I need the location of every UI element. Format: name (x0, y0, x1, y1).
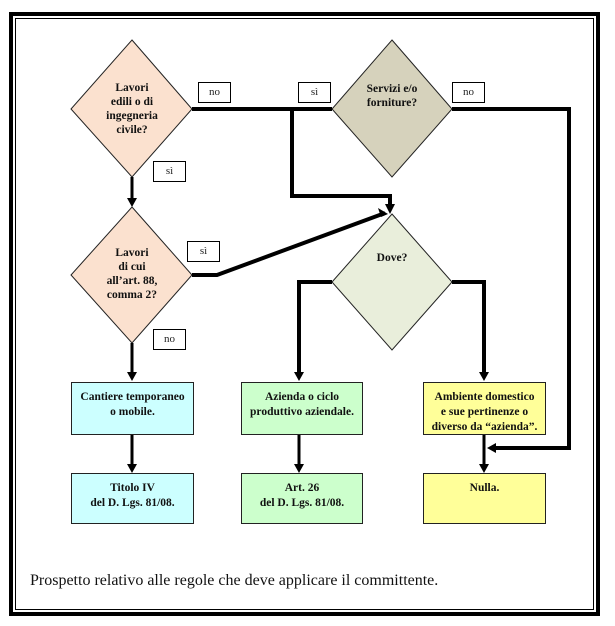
decision-where-shape (331, 213, 453, 351)
label-services-no: no (452, 82, 485, 103)
connector-where-right (452, 280, 486, 373)
box-art-26: Art. 26 del D. Lgs. 81/08. (241, 473, 363, 524)
connector-where-left (297, 280, 332, 373)
decision-art88-text: Lavori di cui all’art. 88, comma 2? (106, 247, 158, 301)
arrowhead (294, 372, 304, 381)
connector-art88-si (192, 211, 386, 277)
label-services-si: sì (298, 82, 331, 103)
arrowhead (385, 204, 395, 214)
decision-where-text: Dove? (376, 252, 408, 264)
box-nulla: Nulla. (423, 473, 546, 524)
arrowhead (127, 464, 137, 473)
label-art88-si: sì (187, 241, 220, 262)
arrowhead (127, 372, 137, 381)
arrowhead (479, 464, 489, 473)
box-ambiente-domestico: Ambiente domestico e sue pertinenze o di… (423, 382, 546, 435)
decision-works-text: Lavori edili o di ingegneria civile? (106, 82, 158, 136)
arrowhead (378, 208, 388, 217)
outer-frame (9, 12, 600, 616)
arrowhead (294, 464, 304, 473)
label-works-si: sì (153, 161, 186, 182)
box-titolo-iv: Titolo IV del D. Lgs. 81/08. (71, 473, 194, 524)
box-azienda: Azienda o ciclo produttivo aziendale. (241, 382, 363, 435)
arrowhead (487, 443, 496, 453)
caption: Prospetto relativo alle regole che deve … (30, 572, 439, 589)
connector-services-no (452, 107, 571, 450)
decision-services-text: Servizi e/o forniture? (366, 83, 418, 109)
label-works-no: no (198, 82, 231, 103)
connector-services-si (290, 109, 392, 205)
label-art88-no: no (153, 329, 186, 350)
box-cantiere: Cantiere temporaneo o mobile. (71, 382, 194, 435)
arrowhead (127, 198, 137, 207)
decision-services-shape (331, 39, 453, 178)
arrowhead (479, 372, 489, 381)
inner-frame (15, 18, 594, 610)
